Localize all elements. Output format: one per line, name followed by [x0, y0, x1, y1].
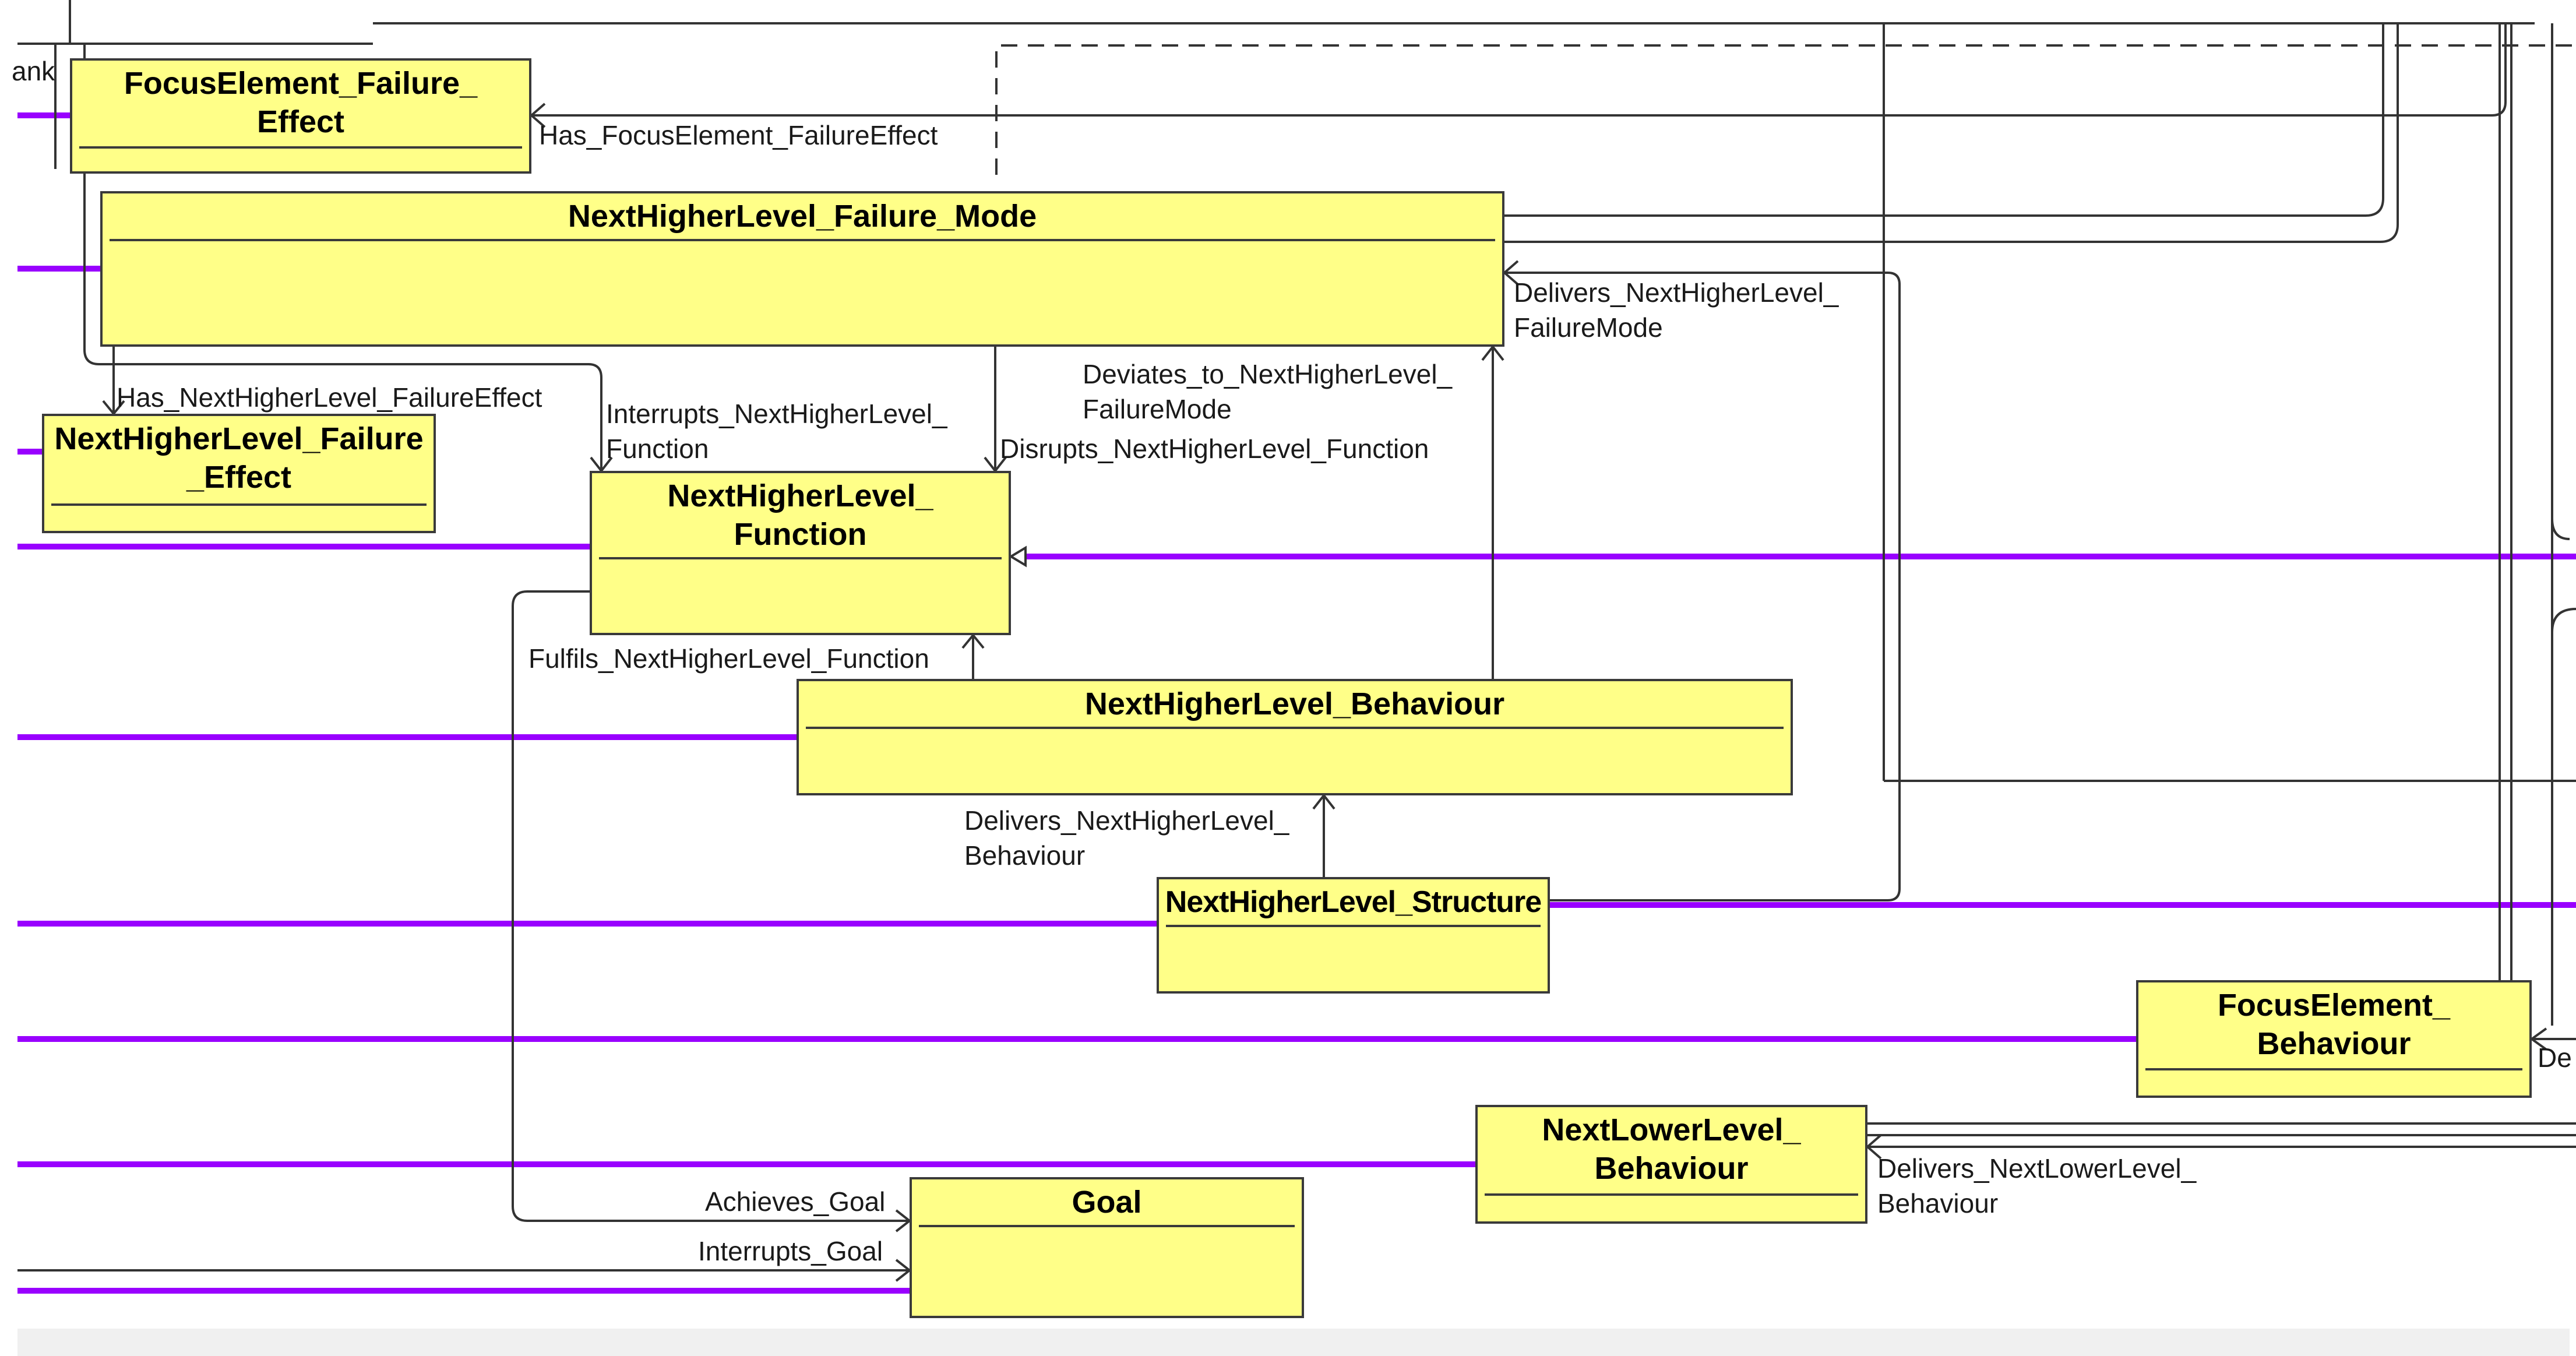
label-delivers-nll: Delivers_NextLowerLevel_Behaviour	[1877, 1153, 2197, 1218]
class-nhl-structure[interactable]: NextHigherLevel_Structure	[1157, 877, 1550, 994]
class-title: NextHigherLevel_Function	[667, 478, 933, 552]
class-goal[interactable]: Goal	[910, 1177, 1304, 1318]
class-nhl-failure-effect[interactable]: NextHigherLevel_Failure_Effect	[42, 414, 436, 533]
bottom-scroll-strip	[17, 1329, 2570, 1356]
dependency-lines	[17, 0, 2576, 1282]
class-separator	[2145, 1068, 2522, 1070]
class-nhl-behaviour[interactable]: NextHigherLevel_Behaviour	[797, 679, 1793, 795]
label-right-cut: De	[2538, 1042, 2572, 1073]
label-has-nhl-failure-effect: Has_NextHigherLevel_FailureEffect	[117, 382, 542, 413]
class-title: NextLowerLevel_Behaviour	[1542, 1112, 1801, 1186]
class-separator	[806, 727, 1784, 729]
nhl-failure-mode-right-1	[1503, 23, 2384, 217]
class-title: FocusElement_Failure_Effect	[124, 66, 478, 139]
class-focus-element-behaviour[interactable]: FocusElement_Behaviour	[2136, 980, 2532, 1098]
class-separator	[1485, 1193, 1858, 1196]
label-achieves-goal: Achieves_Goal	[705, 1186, 886, 1217]
label-left-cut: ank	[12, 56, 55, 86]
class-title: NextHigherLevel_Structure	[1165, 885, 1542, 919]
class-nhl-failure-mode[interactable]: NextHigherLevel_Failure_Mode	[100, 191, 1504, 347]
label-fulfils: Fulfils_NextHigherLevel_Function	[528, 643, 929, 674]
class-separator	[51, 503, 427, 506]
deviates-arrow	[1481, 344, 1504, 361]
class-separator	[110, 239, 1495, 241]
delivers-failuremode-arrow	[1502, 260, 1519, 286]
nhl-failure-mode-right-2	[1503, 23, 2399, 243]
class-nhl-function[interactable]: NextHigherLevel_Function	[590, 471, 1011, 635]
class-separator	[79, 146, 522, 149]
class-focus-element-failure-effect[interactable]: FocusElement_Failure_Effect	[70, 58, 531, 174]
class-separator	[919, 1225, 1295, 1227]
label-interrupts-goal: Interrupts_Goal	[698, 1236, 883, 1266]
generalization-triangle	[1009, 545, 1027, 568]
label-disrupts: Disrupts_NextHigherLevel_Function	[1000, 434, 1429, 464]
has-focus-failure-effect-arrow	[529, 103, 546, 128]
association-lines	[17, 112, 2576, 1294]
class-separator	[599, 557, 1002, 559]
label-interrupts-nhl-function: Interrupts_NextHigherLevel_Function	[606, 399, 947, 464]
label-has-focus-failure-effect: Has_FocusElement_FailureEffect	[539, 120, 938, 150]
delivers-behaviour-arrow	[1312, 793, 1335, 810]
delivers-nll-arrow	[1865, 1134, 1882, 1160]
class-separator	[1166, 925, 1541, 927]
left-loop-2	[83, 44, 602, 471]
has-focus-failure-effect-line	[531, 23, 2507, 117]
label-delivers-failuremode: Delivers_NextHigherLevel_FailureMode	[1514, 277, 1839, 343]
class-title: NextHigherLevel_Failure_Effect	[54, 421, 424, 495]
delivers-failuremode-line	[1504, 272, 1901, 901]
right-corner-hook-2	[2551, 608, 2576, 633]
label-deviates: Deviates_to_NextHigherLevel_FailureMode	[1083, 359, 1453, 424]
dashed-dependency-line	[995, 44, 2576, 175]
class-nll-behaviour[interactable]: NextLowerLevel_Behaviour	[1475, 1105, 1867, 1224]
label-delivers-behaviour: Delivers_NextHigherLevel_Behaviour	[964, 805, 1289, 871]
right-corner-hook-1	[2551, 23, 2570, 540]
class-title: Goal	[1072, 1185, 1142, 1220]
class-title: NextHigherLevel_Failure_Mode	[568, 199, 1037, 234]
class-title: NextHigherLevel_Behaviour	[1084, 686, 1505, 721]
achieves-goal-line	[512, 590, 910, 1222]
fulfils-arrow	[961, 633, 985, 649]
class-title: FocusElement_Behaviour	[2217, 988, 2451, 1061]
